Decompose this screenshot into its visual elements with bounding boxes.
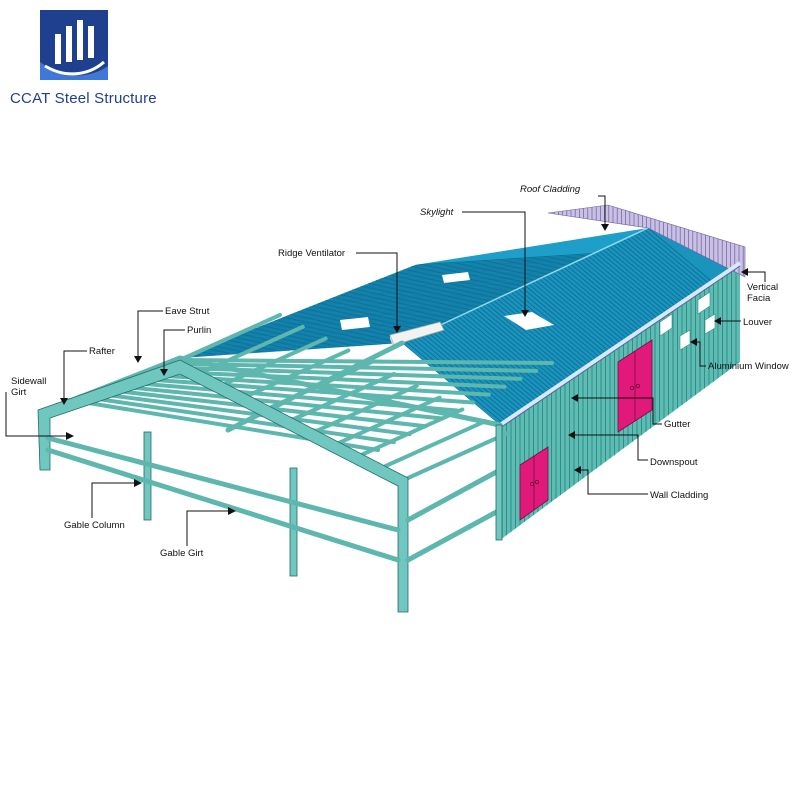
- callouts: Roof Cladding Skylight Ridge Ventilator …: [5, 184, 789, 559]
- label-vertical-facia-1: Vertical: [747, 282, 778, 293]
- label-ridge-ventilator: Ridge Ventilator: [278, 248, 345, 259]
- label-gable-column: Gable Column: [64, 520, 125, 531]
- label-skylight: Skylight: [420, 207, 454, 218]
- door: [519, 339, 653, 521]
- label-eave-strut: Eave Strut: [165, 306, 210, 317]
- label-gutter: Gutter: [664, 419, 690, 430]
- label-wall-cladding: Wall Cladding: [650, 490, 708, 501]
- label-rafter: Rafter: [89, 346, 115, 357]
- ccat-logo-icon: [40, 10, 108, 80]
- aluminium-window: [679, 313, 716, 351]
- label-purlin: Purlin: [187, 325, 211, 336]
- louver: [659, 291, 711, 337]
- gutter: [498, 261, 742, 427]
- label-downspout: Downspout: [650, 457, 698, 468]
- steel-frame: [37, 313, 554, 613]
- label-gable-girt: Gable Girt: [160, 548, 204, 559]
- label-vertical-facia-2: Facia: [747, 293, 771, 304]
- label-aluminium-window: Aluminium Window: [708, 361, 789, 372]
- label-sidewall-girt-1: Sidewall: [11, 376, 46, 387]
- label-roof-cladding: Roof Cladding: [520, 184, 581, 195]
- label-sidewall-girt-2: Girt: [11, 387, 27, 398]
- label-louver: Louver: [743, 317, 772, 328]
- skylight: [340, 272, 554, 330]
- brand-name: CCAT Steel Structure: [10, 90, 157, 107]
